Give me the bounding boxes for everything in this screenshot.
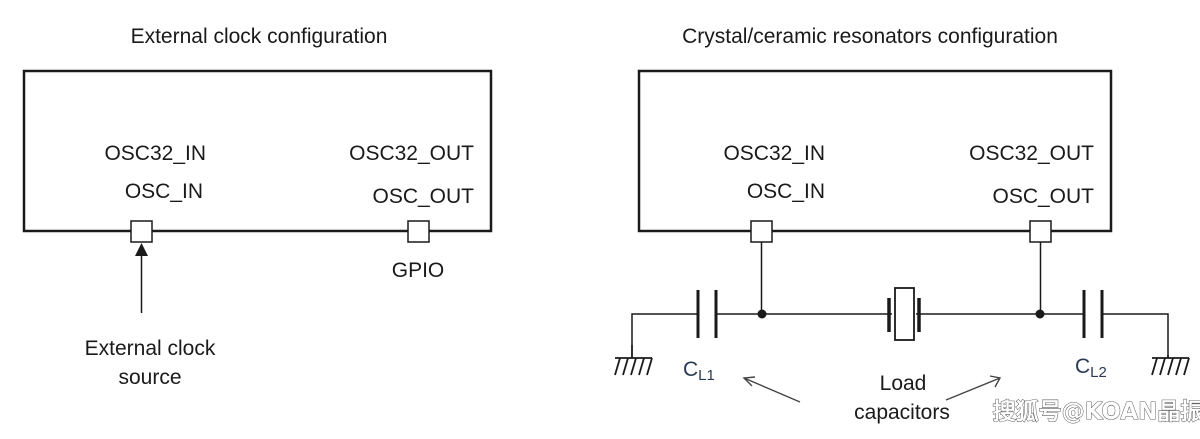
right-pin-osc-in: OSC_IN [747,180,825,203]
gpio-label: GPIO [392,259,445,282]
right-mcu-box [637,69,1113,233]
left-title: External clock configuration [131,25,388,48]
junction-dot-right [1035,309,1045,319]
left-pin-osc32-out: OSC32_OUT [349,142,474,165]
right-pin-osc32-out: OSC32_OUT [969,142,1094,165]
clock-source-label-1: External clock [85,337,216,360]
right-pin-osc-out: OSC_OUT [992,185,1094,208]
cl1-sub: L1 [698,367,715,384]
load-arrow-left-icon [742,376,801,403]
left-mcu-box [22,69,493,233]
cl2-label: CL2 [1075,355,1107,381]
left-pin-out-pad [407,220,430,243]
capacitor-cl2 [1082,290,1104,338]
cl1-ground-wire [631,313,698,345]
left-pin-osc32-in: OSC32_IN [104,142,206,165]
clock-source-label-2: source [118,366,181,389]
left-pin-osc-out: OSC_OUT [372,185,474,208]
resonator-circuit [631,242,1169,355]
ground-icon-right [1151,355,1190,376]
right-title: Crystal/ceramic resonators configuration [682,25,1058,48]
right-pin-in-pad [750,220,773,243]
left-pin-in-pad [130,220,153,243]
junction-dot-left [757,309,767,319]
load-arrow-right-icon [945,375,1002,401]
arrow-up-icon [135,243,148,256]
load-label-1: Load [880,372,927,395]
cl2-ground-wire [1102,313,1169,355]
capacitor-cl1 [696,290,718,338]
right-pin-osc32-in: OSC32_IN [723,142,825,165]
crystal-resonator-icon [887,287,921,341]
left-pin-osc-in: OSC_IN [125,180,203,203]
ground-icon-left [614,345,653,376]
cl1-main: C [683,358,698,381]
cl1-label: CL1 [683,358,715,384]
watermark: 搜狐号@KOAN晶振 [993,398,1200,425]
cl2-sub: L2 [1090,364,1107,381]
load-label-2: capacitors [854,401,950,424]
right-pin-out-pad [1029,220,1052,243]
cl2-main: C [1075,355,1090,378]
